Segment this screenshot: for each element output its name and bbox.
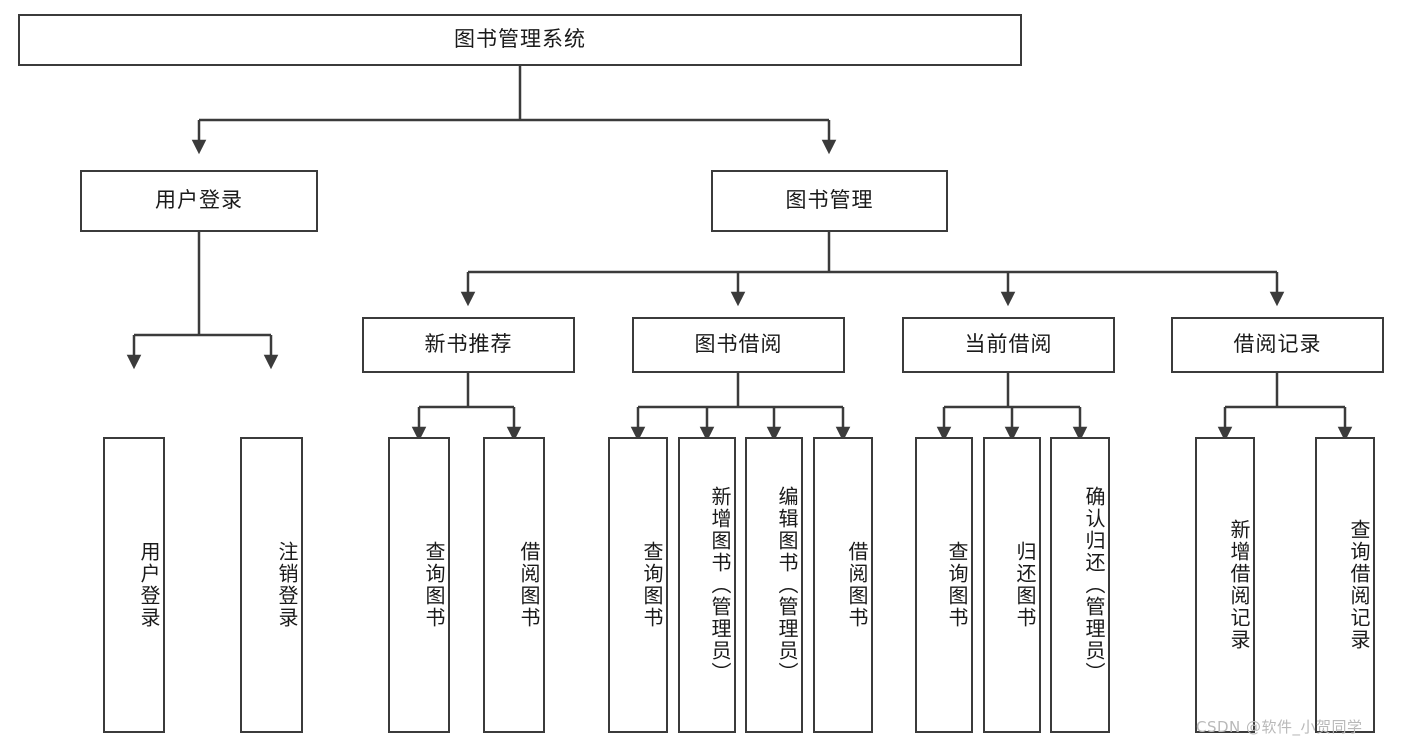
node-leaf-query-book-recommend-label: 查询图书 bbox=[422, 541, 446, 629]
node-leaf-user-login-label: 用户登录 bbox=[137, 541, 161, 629]
node-leaf-logout-label: 注销登录 bbox=[275, 541, 299, 629]
node-current-borrow[interactable]: 当前借阅 bbox=[902, 317, 1115, 373]
node-leaf-add-borrow-record-label: 新增借阅记录 bbox=[1227, 519, 1251, 651]
node-leaf-query-borrow-record[interactable]: 查询借阅记录 bbox=[1315, 437, 1375, 733]
node-leaf-add-borrow-record[interactable]: 新增借阅记录 bbox=[1195, 437, 1255, 733]
node-leaf-edit-book-admin[interactable]: 编辑图书（管理员） bbox=[745, 437, 803, 733]
node-book-borrow[interactable]: 图书借阅 bbox=[632, 317, 845, 373]
node-leaf-confirm-return-admin[interactable]: 确认归还（管理员） bbox=[1050, 437, 1110, 733]
node-leaf-query-book-borrow-label: 查询图书 bbox=[640, 541, 664, 629]
node-current-borrow-label: 当前借阅 bbox=[964, 332, 1053, 357]
node-root[interactable]: 图书管理系统 bbox=[18, 14, 1022, 66]
node-leaf-confirm-return-admin-label: 确认归还（管理员） bbox=[1082, 486, 1106, 684]
node-leaf-return-book[interactable]: 归还图书 bbox=[983, 437, 1041, 733]
node-leaf-add-book-admin[interactable]: 新增图书（管理员） bbox=[678, 437, 736, 733]
node-leaf-query-book-current[interactable]: 查询图书 bbox=[915, 437, 973, 733]
node-book-borrow-label: 图书借阅 bbox=[694, 332, 783, 357]
node-leaf-borrow-book-recommend-label: 借阅图书 bbox=[517, 541, 541, 629]
node-new-book-recommend[interactable]: 新书推荐 bbox=[362, 317, 575, 373]
node-borrow-record-label: 借阅记录 bbox=[1233, 332, 1322, 357]
node-new-book-recommend-label: 新书推荐 bbox=[424, 332, 513, 357]
node-leaf-borrow-book[interactable]: 借阅图书 bbox=[813, 437, 873, 733]
csdn-watermark: CSDN @软件_小贺同学 bbox=[1196, 718, 1363, 736]
node-leaf-query-book-current-label: 查询图书 bbox=[945, 541, 969, 629]
node-user-login-label: 用户登录 bbox=[155, 188, 243, 213]
node-leaf-logout[interactable]: 注销登录 bbox=[240, 437, 303, 733]
node-leaf-borrow-book-label: 借阅图书 bbox=[845, 541, 869, 629]
node-book-manage[interactable]: 图书管理 bbox=[711, 170, 948, 232]
node-user-login[interactable]: 用户登录 bbox=[80, 170, 318, 232]
node-leaf-edit-book-admin-label: 编辑图书（管理员） bbox=[775, 486, 799, 684]
node-leaf-user-login[interactable]: 用户登录 bbox=[103, 437, 165, 733]
node-book-manage-label: 图书管理 bbox=[785, 188, 874, 213]
node-leaf-query-book-recommend[interactable]: 查询图书 bbox=[388, 437, 450, 733]
node-leaf-query-borrow-record-label: 查询借阅记录 bbox=[1347, 519, 1371, 651]
node-leaf-add-book-admin-label: 新增图书（管理员） bbox=[708, 486, 732, 684]
node-borrow-record[interactable]: 借阅记录 bbox=[1171, 317, 1384, 373]
node-leaf-return-book-label: 归还图书 bbox=[1013, 541, 1037, 629]
node-root-label: 图书管理系统 bbox=[454, 27, 586, 52]
node-leaf-query-book-borrow[interactable]: 查询图书 bbox=[608, 437, 668, 733]
node-leaf-borrow-book-recommend[interactable]: 借阅图书 bbox=[483, 437, 545, 733]
